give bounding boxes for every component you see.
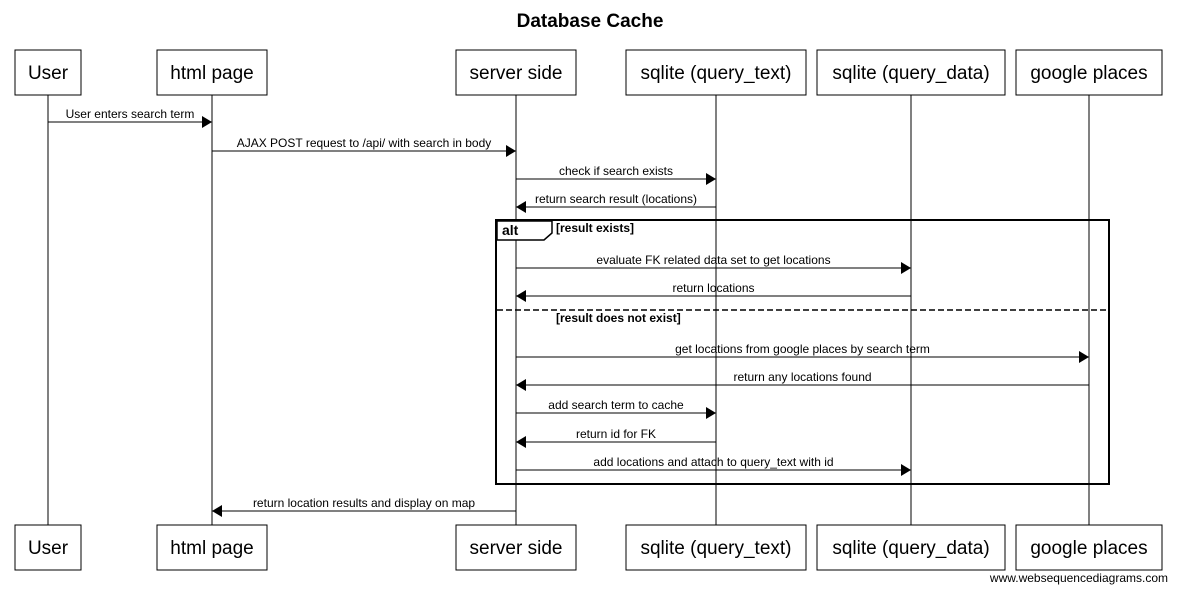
participant-box: [14, 524, 82, 571]
participant-box: [816, 49, 1006, 96]
message-6: return locations: [516, 281, 911, 302]
participant-label: User: [28, 538, 69, 559]
message-label: return id for FK: [576, 427, 656, 441]
alt-keyword: alt: [502, 222, 519, 238]
participant-server-bottom: server side: [455, 524, 577, 571]
participant-label: sqlite (query_text): [640, 538, 791, 559]
participant-box: [816, 524, 1006, 571]
participant-box: [156, 524, 268, 571]
alt-frame: alt [result exists] [result does not exi…: [495, 219, 1110, 485]
participant-box: [455, 49, 577, 96]
alt-condition-result-does-not-exist: [result does not exist]: [556, 311, 681, 325]
participant-label: google places: [1030, 63, 1147, 84]
diagram-title: Database Cache: [517, 11, 664, 32]
participant-box: [14, 49, 82, 96]
participant-html-top: html page: [156, 49, 268, 96]
participant-box: [1015, 524, 1163, 571]
alt-frame-border: [495, 219, 1110, 485]
message-label: check if search exists: [559, 164, 673, 178]
participant-label: html page: [170, 538, 253, 559]
message-label: return any locations found: [733, 370, 871, 384]
message-7: get locations from google places by sear…: [516, 342, 1089, 363]
participant-label: sqlite (query_data): [832, 538, 989, 559]
participant-label: google places: [1030, 538, 1147, 559]
participant-label: server side: [470, 63, 563, 84]
alt-condition-result-exists: [result exists]: [556, 221, 634, 235]
message-1: User enters search term: [48, 107, 212, 128]
participant-boxes-bottom: User html page server side sqlite (query_te…: [14, 524, 1163, 571]
participant-boxes-top: User html page server side sqlite (query_te…: [14, 49, 1163, 96]
participant-box: [625, 49, 807, 96]
participant-user-top: User: [14, 49, 82, 96]
message-label: add search term to cache: [548, 398, 684, 412]
participant-qtext-top: sqlite (query_text): [625, 49, 807, 96]
message-label: add locations and attach to query_text w…: [593, 455, 833, 469]
participant-html-bottom: html page: [156, 524, 268, 571]
message-4: return search result (locations): [516, 192, 716, 213]
message-2: AJAX POST request to /api/ with search i…: [212, 136, 516, 157]
message-3: check if search exists: [516, 164, 716, 185]
participant-label: sqlite (query_text): [640, 63, 791, 84]
message-label: return search result (locations): [535, 192, 697, 206]
message-12: return location results and display on m…: [212, 496, 516, 517]
message-label: return locations: [672, 281, 754, 295]
message-11: add locations and attach to query_text w…: [516, 455, 911, 476]
participant-label: server side: [470, 538, 563, 559]
participant-server-top: server side: [455, 49, 577, 96]
participant-qdata-bottom: sqlite (query_data): [816, 524, 1006, 571]
message-label: evaluate FK related data set to get loca…: [596, 253, 830, 267]
participant-label: sqlite (query_data): [832, 63, 989, 84]
participant-box: [1015, 49, 1163, 96]
participant-qdata-top: sqlite (query_data): [816, 49, 1006, 96]
participant-box: [625, 524, 807, 571]
participant-google-bottom: google places: [1015, 524, 1163, 571]
message-label: AJAX POST request to /api/ with search i…: [237, 136, 492, 150]
footer-watermark: www.websequencediagrams.com: [989, 571, 1168, 585]
participant-user-bottom: User: [14, 524, 82, 571]
participant-label: html page: [170, 63, 253, 84]
message-5: evaluate FK related data set to get loca…: [516, 253, 911, 274]
message-9: add search term to cache: [516, 398, 716, 419]
participant-google-top: google places: [1015, 49, 1163, 96]
alt-frame-tab: [496, 220, 553, 241]
participant-qtext-bottom: sqlite (query_text): [625, 524, 807, 571]
message-label: return location results and display on m…: [253, 496, 475, 510]
message-10: return id for FK: [516, 427, 716, 448]
message-label: get locations from google places by sear…: [675, 342, 930, 356]
participant-box: [455, 524, 577, 571]
participant-label: User: [28, 63, 69, 84]
participant-box: [156, 49, 268, 96]
message-label: User enters search term: [66, 107, 195, 121]
message-8: return any locations found: [516, 370, 1089, 391]
